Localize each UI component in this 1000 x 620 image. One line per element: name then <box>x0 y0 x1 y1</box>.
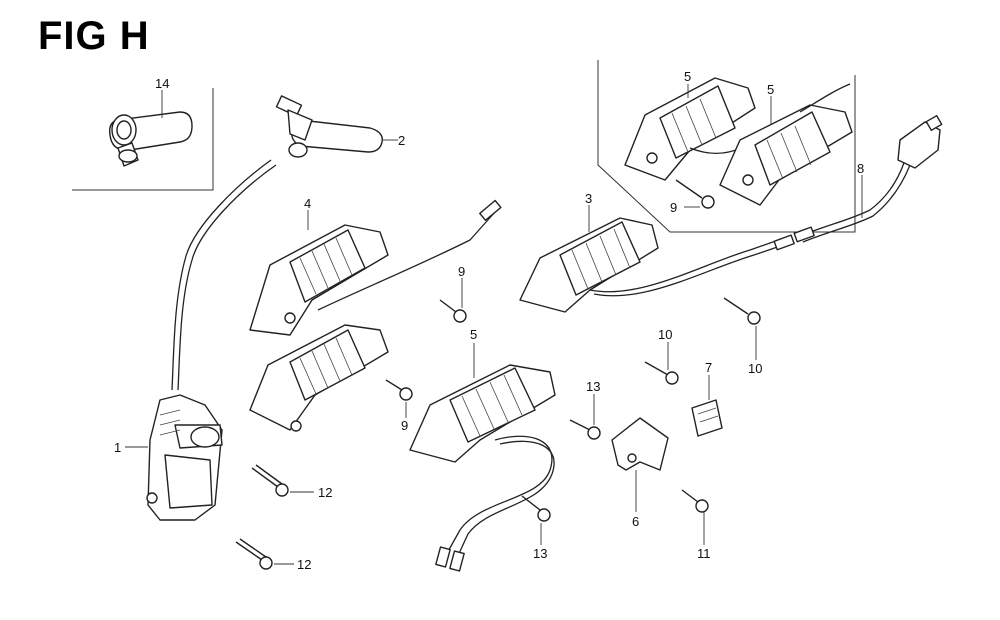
part-12-screw-lower <box>235 538 273 570</box>
part-5-coil-center <box>409 364 556 463</box>
part-4-charge-coil <box>249 224 389 336</box>
part-9-screw-a <box>439 299 467 323</box>
part-12-screw-upper <box>251 464 289 497</box>
part-14-plug-cap <box>108 111 193 167</box>
part-5-coil-upper-a <box>624 77 756 181</box>
callout-9-a: 9 <box>458 264 465 279</box>
part-5-coil-upper-b <box>719 104 853 206</box>
callout-9-c: 9 <box>670 200 677 215</box>
coil-lower-left <box>249 324 389 432</box>
coil-4-lead <box>317 211 496 311</box>
high-tension-lead <box>177 164 277 391</box>
callout-12-lower: 12 <box>297 557 311 572</box>
coil-5-lead <box>445 435 553 556</box>
callout-5-upper-b: 5 <box>767 82 774 97</box>
part-9-screw-c <box>675 179 715 209</box>
callout-9-b: 9 <box>401 418 408 433</box>
callout-13-b: 13 <box>533 546 547 561</box>
callout-12-upper: 12 <box>318 485 332 500</box>
part-1-ignition-coil <box>146 394 223 521</box>
part-13-screw-b <box>521 495 551 522</box>
part-13-screw-a <box>569 419 601 440</box>
part-7-clip <box>691 399 723 437</box>
inset-frame-right <box>597 60 856 233</box>
coil-3-lead <box>589 235 791 293</box>
part-8-harness <box>773 114 943 251</box>
callout-4: 4 <box>304 196 311 211</box>
callout-2: 2 <box>398 133 405 148</box>
part-2-plug-cap <box>275 95 383 158</box>
callout-7: 7 <box>705 360 712 375</box>
callout-10-b: 10 <box>748 361 762 376</box>
figure-title: FIG H <box>38 14 150 58</box>
part-6-bracket <box>611 417 669 471</box>
part-9-screw-b <box>385 379 413 401</box>
callout-5-upper-a: 5 <box>684 69 691 84</box>
callout-13-a: 13 <box>586 379 600 394</box>
callout-5-center: 5 <box>470 327 477 342</box>
callout-11: 11 <box>697 546 711 561</box>
callout-6: 6 <box>632 514 639 529</box>
part-10-screw-a <box>644 361 679 385</box>
callout-10-a: 10 <box>658 327 672 342</box>
callout-14: 14 <box>155 76 169 91</box>
callout-1: 1 <box>114 440 121 455</box>
callout-8: 8 <box>857 161 864 176</box>
callout-3: 3 <box>585 191 592 206</box>
part-3-coil <box>519 217 659 313</box>
part-10-screw-b <box>723 297 761 325</box>
inset-frame-left <box>72 88 214 191</box>
part-11-screw <box>681 489 709 513</box>
